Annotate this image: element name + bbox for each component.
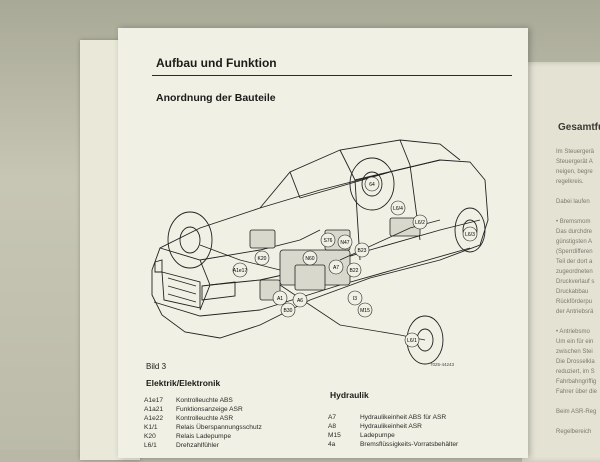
callout: B22: [346, 262, 362, 278]
svg-text:B30: B30: [284, 308, 293, 314]
svg-text:B23: B23: [358, 248, 367, 254]
svg-text:M15: M15: [360, 308, 370, 314]
right-page-line: Dabei laufen: [556, 199, 590, 205]
callout: N60: [302, 250, 318, 266]
right-page-line: reduziert, im S: [556, 369, 595, 375]
svg-text:A7: A7: [333, 265, 339, 271]
callout: L6/4: [390, 200, 406, 216]
callout: B30: [280, 302, 296, 318]
callout: M15: [357, 302, 373, 318]
right-page-line: Fahrer über die: [556, 389, 598, 395]
right-page-heading: Gesamtfu: [558, 122, 600, 133]
callout: N47: [337, 234, 353, 250]
components: [199, 217, 441, 341]
svg-text:L6/2: L6/2: [415, 220, 425, 226]
right-page-line: • Antriebsmo: [556, 329, 590, 335]
callout: L6/2: [412, 214, 428, 230]
svg-text:N47: N47: [340, 240, 349, 246]
svg-text:I3: I3: [353, 296, 357, 302]
svg-text:64: 64: [369, 182, 375, 188]
figure-tag: 7025-44243: [430, 362, 455, 367]
right-page-line: Die Drosselkla: [556, 359, 595, 365]
callout: A1e17: [232, 262, 248, 278]
right-page-line: Regelbereich: [556, 429, 592, 435]
callout: I3: [347, 290, 363, 306]
callout: K20: [254, 250, 270, 266]
right-page-line: neigen, begre: [556, 169, 593, 175]
svg-text:L6/1: L6/1: [407, 338, 417, 344]
right-page-line: der Antriebsrä: [556, 309, 594, 315]
callout: A6: [292, 292, 308, 308]
svg-text:S76: S76: [324, 238, 333, 244]
svg-text:A1: A1: [277, 296, 283, 302]
right-page-line: Um ein für ein: [556, 339, 594, 345]
right-page-line: (Sperrdifferen: [556, 249, 593, 255]
callout: L6/1: [404, 332, 420, 348]
right-page-line: zwischen Stei: [556, 349, 593, 355]
svg-text:N60: N60: [305, 256, 314, 262]
callout: S76: [320, 232, 336, 248]
page-subtitle: Anordnung der Bauteile: [156, 92, 276, 104]
right-page-line: Im Steuergerä: [556, 149, 595, 155]
callout: L6/3: [462, 226, 478, 242]
right-page-line: Rückförderpu: [556, 299, 593, 305]
car-outline: [151, 139, 489, 339]
svg-text:A1e17: A1e17: [233, 268, 248, 274]
figure-label: Bild 3: [146, 362, 167, 371]
callout: A1: [272, 290, 288, 306]
section-title: Aufbau und Funktion: [156, 56, 277, 70]
right-page-line: Druckabbau: [556, 289, 589, 295]
right-page-line: Beim ASR-Reg: [556, 409, 597, 415]
right-page-line: zugeordneten: [556, 269, 593, 275]
hydraulik-heading: Hydraulik: [330, 390, 369, 400]
right-page-line: Das durchdre: [556, 229, 593, 235]
right-page-line: regelkreis.: [556, 179, 584, 185]
svg-text:B22: B22: [350, 268, 359, 274]
right-page-line: Druckverlauf s: [556, 279, 595, 285]
svg-text:L6/4: L6/4: [393, 206, 403, 212]
callout: 64: [364, 176, 380, 192]
main-page: Aufbau und Funktion Anordnung der Bautei…: [118, 28, 528, 458]
svg-text:K20: K20: [258, 256, 267, 262]
elektrik-heading: Elektrik/Elektronik: [146, 378, 221, 388]
right-page-line: günstigsten A: [556, 239, 593, 245]
right-page-line: • Bremsmom: [556, 219, 591, 225]
right-page-line: Teil der dort a: [556, 259, 593, 265]
callout: B23: [354, 242, 370, 258]
title-rule: [152, 75, 512, 76]
right-page-line: Fahrbahngriffig: [556, 379, 597, 385]
callout: A7: [328, 259, 344, 275]
car-component-diagram: 64 L6/4 L6/2 L6/3 S76 N47 B23 K20 N60 A7…: [151, 139, 489, 367]
svg-text:L6/3: L6/3: [465, 232, 475, 238]
callouts: 64 L6/4 L6/2 L6/3 S76 N47 B23 K20 N60 A7…: [232, 176, 478, 348]
svg-text:A6: A6: [297, 298, 303, 304]
right-page-line: Steuergerät A: [556, 159, 593, 165]
